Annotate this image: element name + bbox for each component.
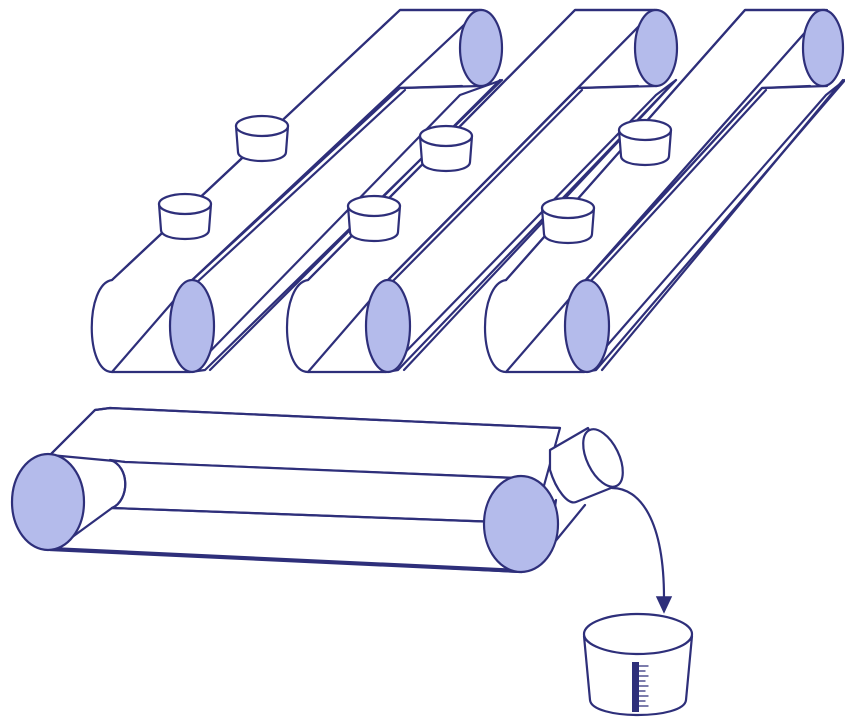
near-roller — [563, 278, 611, 374]
cup-container — [617, 118, 673, 167]
cup-container — [346, 194, 402, 243]
lower-conveyor — [10, 406, 587, 574]
upper-conveyor-3 — [484, 8, 845, 374]
far-roller — [458, 8, 504, 88]
cup-container — [234, 114, 290, 163]
upper-conveyor-2 — [286, 8, 679, 374]
measurement-scale — [632, 662, 649, 712]
far-roller — [801, 8, 845, 88]
far-roller — [633, 8, 679, 88]
arrowhead-icon — [655, 596, 673, 614]
near-roller — [168, 278, 216, 374]
cup-container — [540, 196, 596, 245]
near-roller — [364, 278, 412, 374]
cup-container — [418, 124, 474, 173]
measuring-cup — [582, 612, 694, 717]
left-roller — [10, 452, 86, 552]
pour-arrow — [610, 486, 673, 614]
belt-body — [484, 8, 845, 374]
tipping-cup — [548, 426, 624, 504]
right-roller — [482, 474, 560, 574]
cup-container — [157, 192, 213, 241]
